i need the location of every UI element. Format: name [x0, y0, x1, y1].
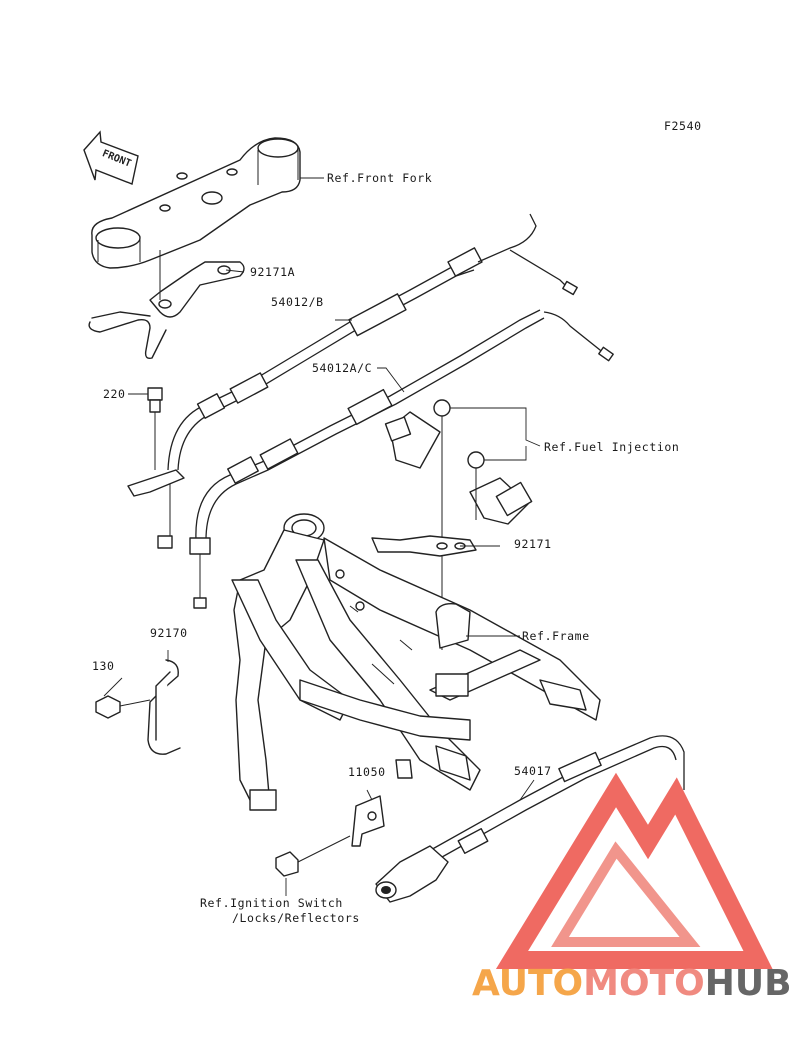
label-ref-ignition-line2: /Locks/Reflectors — [232, 911, 360, 925]
bolt-220 — [127, 387, 185, 497]
label-part-92171A: 92171A — [250, 265, 296, 279]
label-ref-fuel-injection: Ref.Fuel Injection — [544, 440, 680, 454]
throttle-cable-54012B — [157, 213, 578, 549]
label-part-54012AC: 54012A/C — [312, 361, 373, 375]
clip-92170 — [95, 659, 181, 755]
cable-bracket-92171A — [88, 250, 245, 360]
front-arrow-icon: FRONT — [83, 130, 139, 185]
label-ref-front-fork: Ref.Front Fork — [327, 171, 433, 185]
label-ref-frame: Ref.Frame — [522, 629, 590, 643]
label-part-130: 130 — [92, 659, 115, 673]
label-part-92171: 92171 — [514, 537, 552, 551]
bracket-92171 — [371, 535, 477, 557]
watermark-emblem — [495, 772, 773, 969]
watermark-moto: MOTO — [583, 963, 705, 1004]
throttle-cable-54012AC — [189, 309, 614, 609]
label-part-92170: 92170 — [150, 626, 188, 640]
label-part-11050: 11050 — [348, 765, 386, 779]
watermark-hub: HUB — [704, 963, 792, 1004]
bracket-11050 — [275, 795, 385, 877]
label-part-220: 220 — [103, 387, 126, 401]
label-part-54012B: 54012/B — [271, 295, 324, 309]
upper-triple-clamp — [91, 137, 301, 269]
leader-lines — [103, 177, 541, 896]
label-part-54017: 54017 — [514, 764, 552, 778]
main-frame — [231, 513, 601, 811]
watermark-logo: AUTOMOTOHUB — [472, 966, 792, 1002]
label-ref-ignition-line1: Ref.Ignition Switch — [200, 896, 343, 910]
choke-cable-54017 — [375, 735, 685, 903]
figure-code: F2540 — [664, 119, 702, 133]
watermark-auto: AUTO — [472, 963, 584, 1004]
fuel-injection-sensors — [384, 399, 533, 650]
